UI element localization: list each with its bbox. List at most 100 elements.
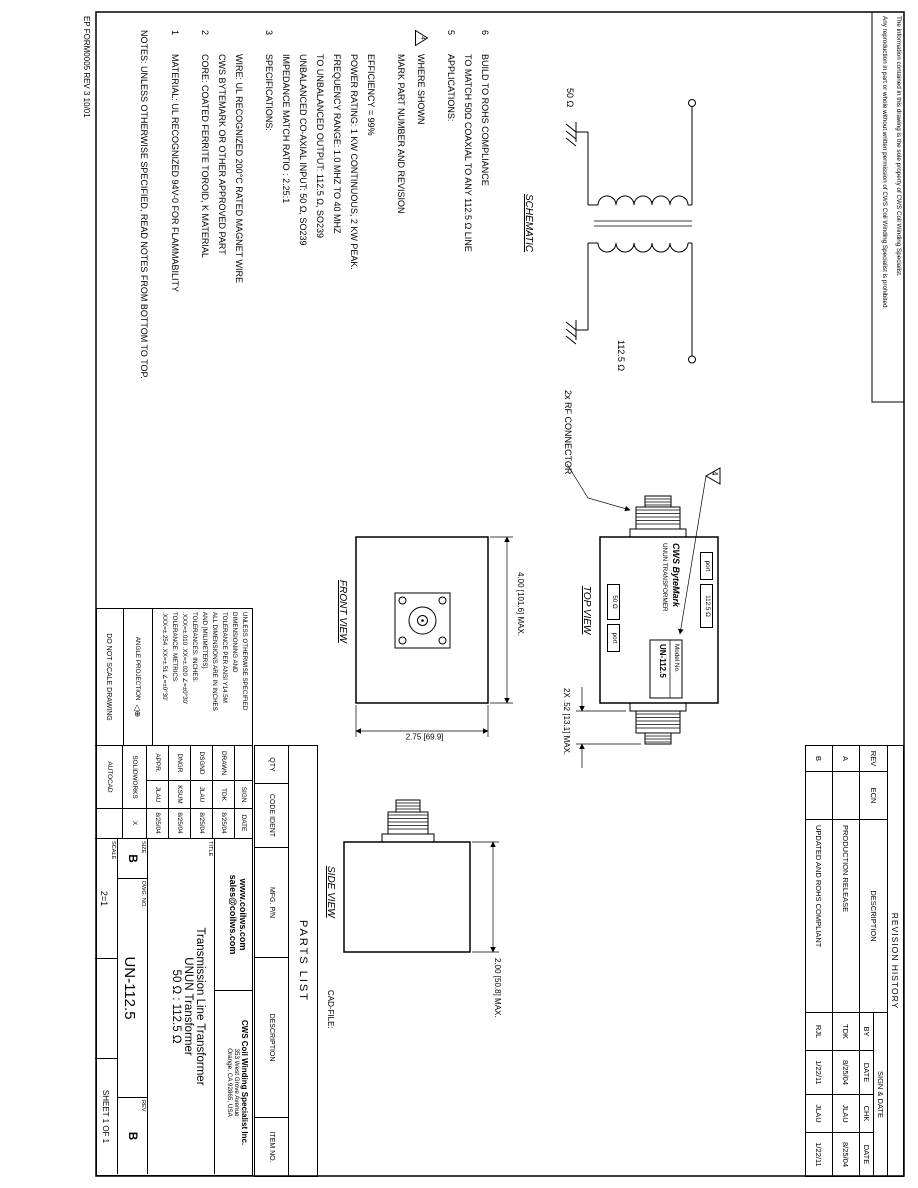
contact-cell: www.coilws.com sales@coilws.com [214, 839, 252, 991]
note-line: CWS BYTEMARK OR OTHER APPROVED PART [213, 30, 230, 490]
approval-sign: JLAU [191, 780, 212, 808]
flag-triangle-icon: 4 [415, 30, 429, 47]
by-date-value: 1/22/11 [805, 1050, 833, 1095]
port-word-label: port [611, 632, 618, 644]
note-line: WIRE: UL RECOGNIZED 200°C RATED MAGNET W… [230, 30, 247, 490]
approval-role: DRAWN [220, 751, 227, 775]
by-col-header: BY [859, 1012, 874, 1051]
brand-label: CWS ByteMark [671, 543, 681, 608]
drawing-title-line-2: UNUN Transformer [182, 957, 194, 1056]
front-width-dimension: 4.00 [101.6] MAX. [516, 572, 525, 637]
sign-header: SIGN [235, 780, 252, 808]
tolerance-line: .XXX=±.010 .XX=±.020 ∠=±0°30' [181, 612, 188, 705]
company-address-1: 353 West Grove Avenue [233, 1048, 240, 1117]
dwg-no-cell: DWG. NO. UN-112.5 [117, 879, 147, 1098]
form-number-note: EP FORM0005 REV 3 10/01 [82, 16, 91, 118]
note-text: APPLICATIONS: [446, 54, 456, 122]
port-word-label: port [704, 560, 711, 572]
note-number [459, 30, 476, 54]
qty-col-header: QTY [254, 745, 289, 784]
note-text: MARK PART NUMBER AND REVISION [396, 54, 406, 214]
scale-label: SCALE [110, 841, 116, 860]
note-number: 3 [264, 30, 274, 36]
model-number-label: UN-112.5 [658, 644, 667, 678]
front-view-label: FRONT VIEW [337, 580, 348, 643]
note-text: WIRE: UL RECOGNIZED 200°C RATED MAGNET W… [234, 54, 244, 283]
top-view-label: TOP VIEW [581, 586, 592, 635]
approval-date: 8/25/04 [213, 808, 234, 837]
rev-value: A [832, 745, 860, 772]
notes-footer: NOTES: UNLESS OTHERWISE SPECIFIED, READ … [139, 30, 149, 379]
do-not-scale-label: DO NOT SCALE DRAWING [105, 633, 113, 721]
disclaimer-line-1: The information contained in this drawin… [895, 16, 902, 277]
note-number [362, 30, 379, 54]
size-cell: SIZE B [117, 839, 147, 879]
port-b-impedance-label: 50 Ω [611, 595, 618, 609]
note-number [230, 30, 247, 54]
note-number [328, 30, 345, 54]
approval-sign: JLAU [147, 780, 168, 808]
chk-col-header: CHK [859, 1094, 874, 1133]
note-number [277, 30, 294, 54]
rev-value: B [126, 1131, 138, 1141]
note-number [213, 30, 230, 54]
cad-system-autocad-mark [97, 808, 122, 837]
note-text: TO UNBALANCED OUTPUT: 112.5 Ω, SO239 [315, 54, 325, 238]
side-width-dimension: 2.00 [50.8] MAX. [493, 958, 502, 1018]
chk-date-value: 8/25/04 [832, 1132, 860, 1177]
angle-projection-icon: ◁⊕ [133, 704, 143, 718]
description-col-header: DESCRIPTION [859, 819, 888, 1013]
note-line: POWER RATING: 1 KW CONTINUOUS, 2 KW PEAK… [345, 30, 362, 490]
email-label: sales@coilws.com [228, 874, 238, 955]
note-number [294, 30, 311, 54]
angle-projection-label: ANGLE PROJECTION [134, 636, 142, 701]
device-type-label: UNUN TRANSFORMER [661, 543, 668, 612]
note-line: TO MATCH 50Ω COAXIAL TO ANY 112.5 Ω LINE [459, 30, 476, 490]
size-label: SIZE [140, 841, 146, 854]
note-text: TO MATCH 50Ω COAXIAL TO ANY 112.5 Ω LINE [463, 54, 473, 252]
tolerance-line: ALL DIMENSIONS ARE IN INCHES [211, 612, 218, 711]
flag-note-number: 4 [409, 30, 429, 54]
schematic-input-impedance: 50 Ω [565, 88, 575, 108]
note-line: MARK PART NUMBER AND REVISION [392, 30, 409, 490]
ecn-value [805, 771, 833, 820]
scale-value: 2=1 [99, 890, 109, 907]
disclaimer-line-2: Any reproduction in part or whole withou… [881, 16, 888, 310]
top-view-graphic [566, 463, 721, 768]
note-number: 2 [200, 30, 210, 36]
size-value: B [126, 854, 138, 863]
rev-value: B [805, 745, 833, 772]
chk-value: JLAU [805, 1094, 833, 1133]
note-line: FREQUENCY RANGE: 1.0 MHZ TO 40 MHZ [328, 30, 345, 490]
company-address-2: Orange, CA 92865, USA [226, 1048, 233, 1117]
mfg-pn-col-header: MFG. P/N [254, 847, 289, 958]
note-line: 4 WHERE SHOWN [409, 30, 429, 490]
note-text: IMPEDANCE MATCH RATIO : 2.25:1 [281, 54, 291, 204]
cad-system-autocad: AUTOCAD [106, 761, 113, 793]
website-label: www.coilws.com [238, 878, 248, 951]
approval-date: 8/25/04 [169, 808, 190, 837]
note-text: WHERE SHOWN [416, 54, 426, 125]
title-cell: TITLE Transmission Line Transformer UNUN… [147, 839, 214, 1174]
model-no-label: Model No. [673, 644, 680, 673]
note-text: CORE: COATED FERRITE TOROID, K MATERIAL [200, 54, 210, 258]
parts-list-title: PARTS LIST [288, 745, 318, 1177]
sheet-number: SHEET 1 OF 1 [101, 1089, 111, 1144]
flag-number-label: 4 [710, 471, 719, 476]
note-text: SPECIFICATIONS: [264, 54, 274, 131]
note-text: POWER RATING: 1 KW CONTINUOUS, 2 KW PEAK… [349, 54, 359, 270]
revision-history-table: REVISION HISTORY REV ECN DESCRIPTION SIG… [805, 745, 904, 1177]
dwg-no-label: DWG. NO. [140, 881, 146, 908]
flag-note-triangle-icon [704, 467, 721, 485]
note-number: 5 [446, 30, 456, 36]
chk-date-value: 1/22/11 [805, 1132, 833, 1177]
note-line: TO UNBALANCED OUTPUT: 112.5 Ω, SO239 [311, 30, 328, 490]
